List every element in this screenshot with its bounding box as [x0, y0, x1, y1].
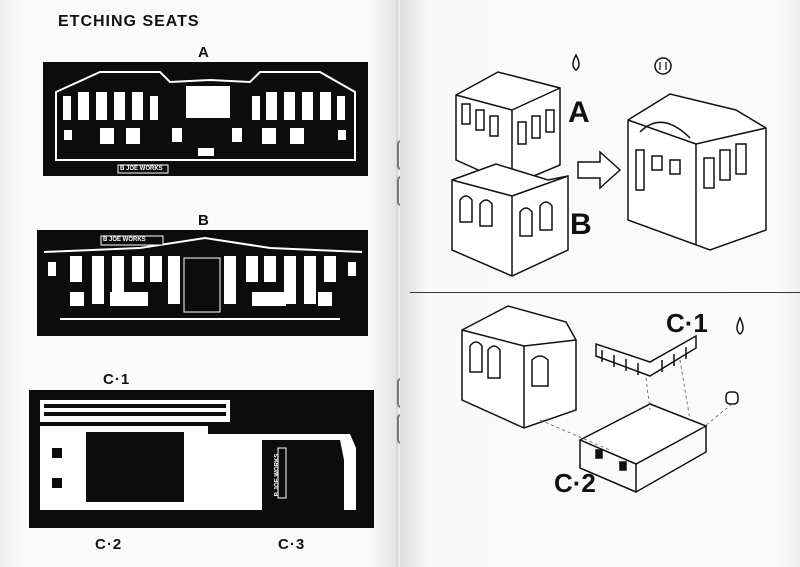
fret-c3-label: C·3: [278, 536, 306, 553]
fret-a: [43, 62, 368, 176]
page-heading: ETCHING SEATS: [58, 13, 200, 30]
fret-c: [29, 390, 374, 528]
step2-body-drawing: [461, 305, 577, 429]
maker-mark-a: B JOE WORKS: [120, 166, 163, 172]
glue-bottle-icon: [654, 57, 739, 405]
fret-b-label: B: [198, 212, 210, 229]
fret-a-label: A: [198, 44, 210, 61]
part-c2-drawing: [578, 403, 708, 494]
part-b-drawing: [451, 163, 569, 277]
fret-c2-label: C·2: [95, 536, 123, 553]
maker-mark-c: B JOE WORKS: [274, 453, 281, 497]
glue-drop-icon: [572, 53, 744, 335]
right-page: A B C·1 C·2: [400, 0, 800, 567]
maker-mark-b: B JOE WORKS: [103, 237, 146, 243]
fret-b: [37, 230, 368, 336]
assembled-body-drawing: [627, 93, 767, 251]
assembly-guide-lines: [539, 359, 733, 451]
arrow-right-icon: [577, 150, 622, 190]
left-page: ETCHING SEATS: [0, 0, 400, 567]
assembly-diagrams: [451, 53, 767, 494]
etching-frets: [29, 62, 374, 528]
part-b-label: B: [570, 208, 592, 241]
part-a-label: A: [568, 96, 590, 129]
part-c1-drawing: [595, 334, 697, 377]
fret-c1-label: C·1: [103, 371, 131, 388]
section-divider: [410, 292, 800, 293]
part-c2-label: C·2: [554, 468, 596, 498]
part-c1-label: C·1: [666, 308, 708, 338]
